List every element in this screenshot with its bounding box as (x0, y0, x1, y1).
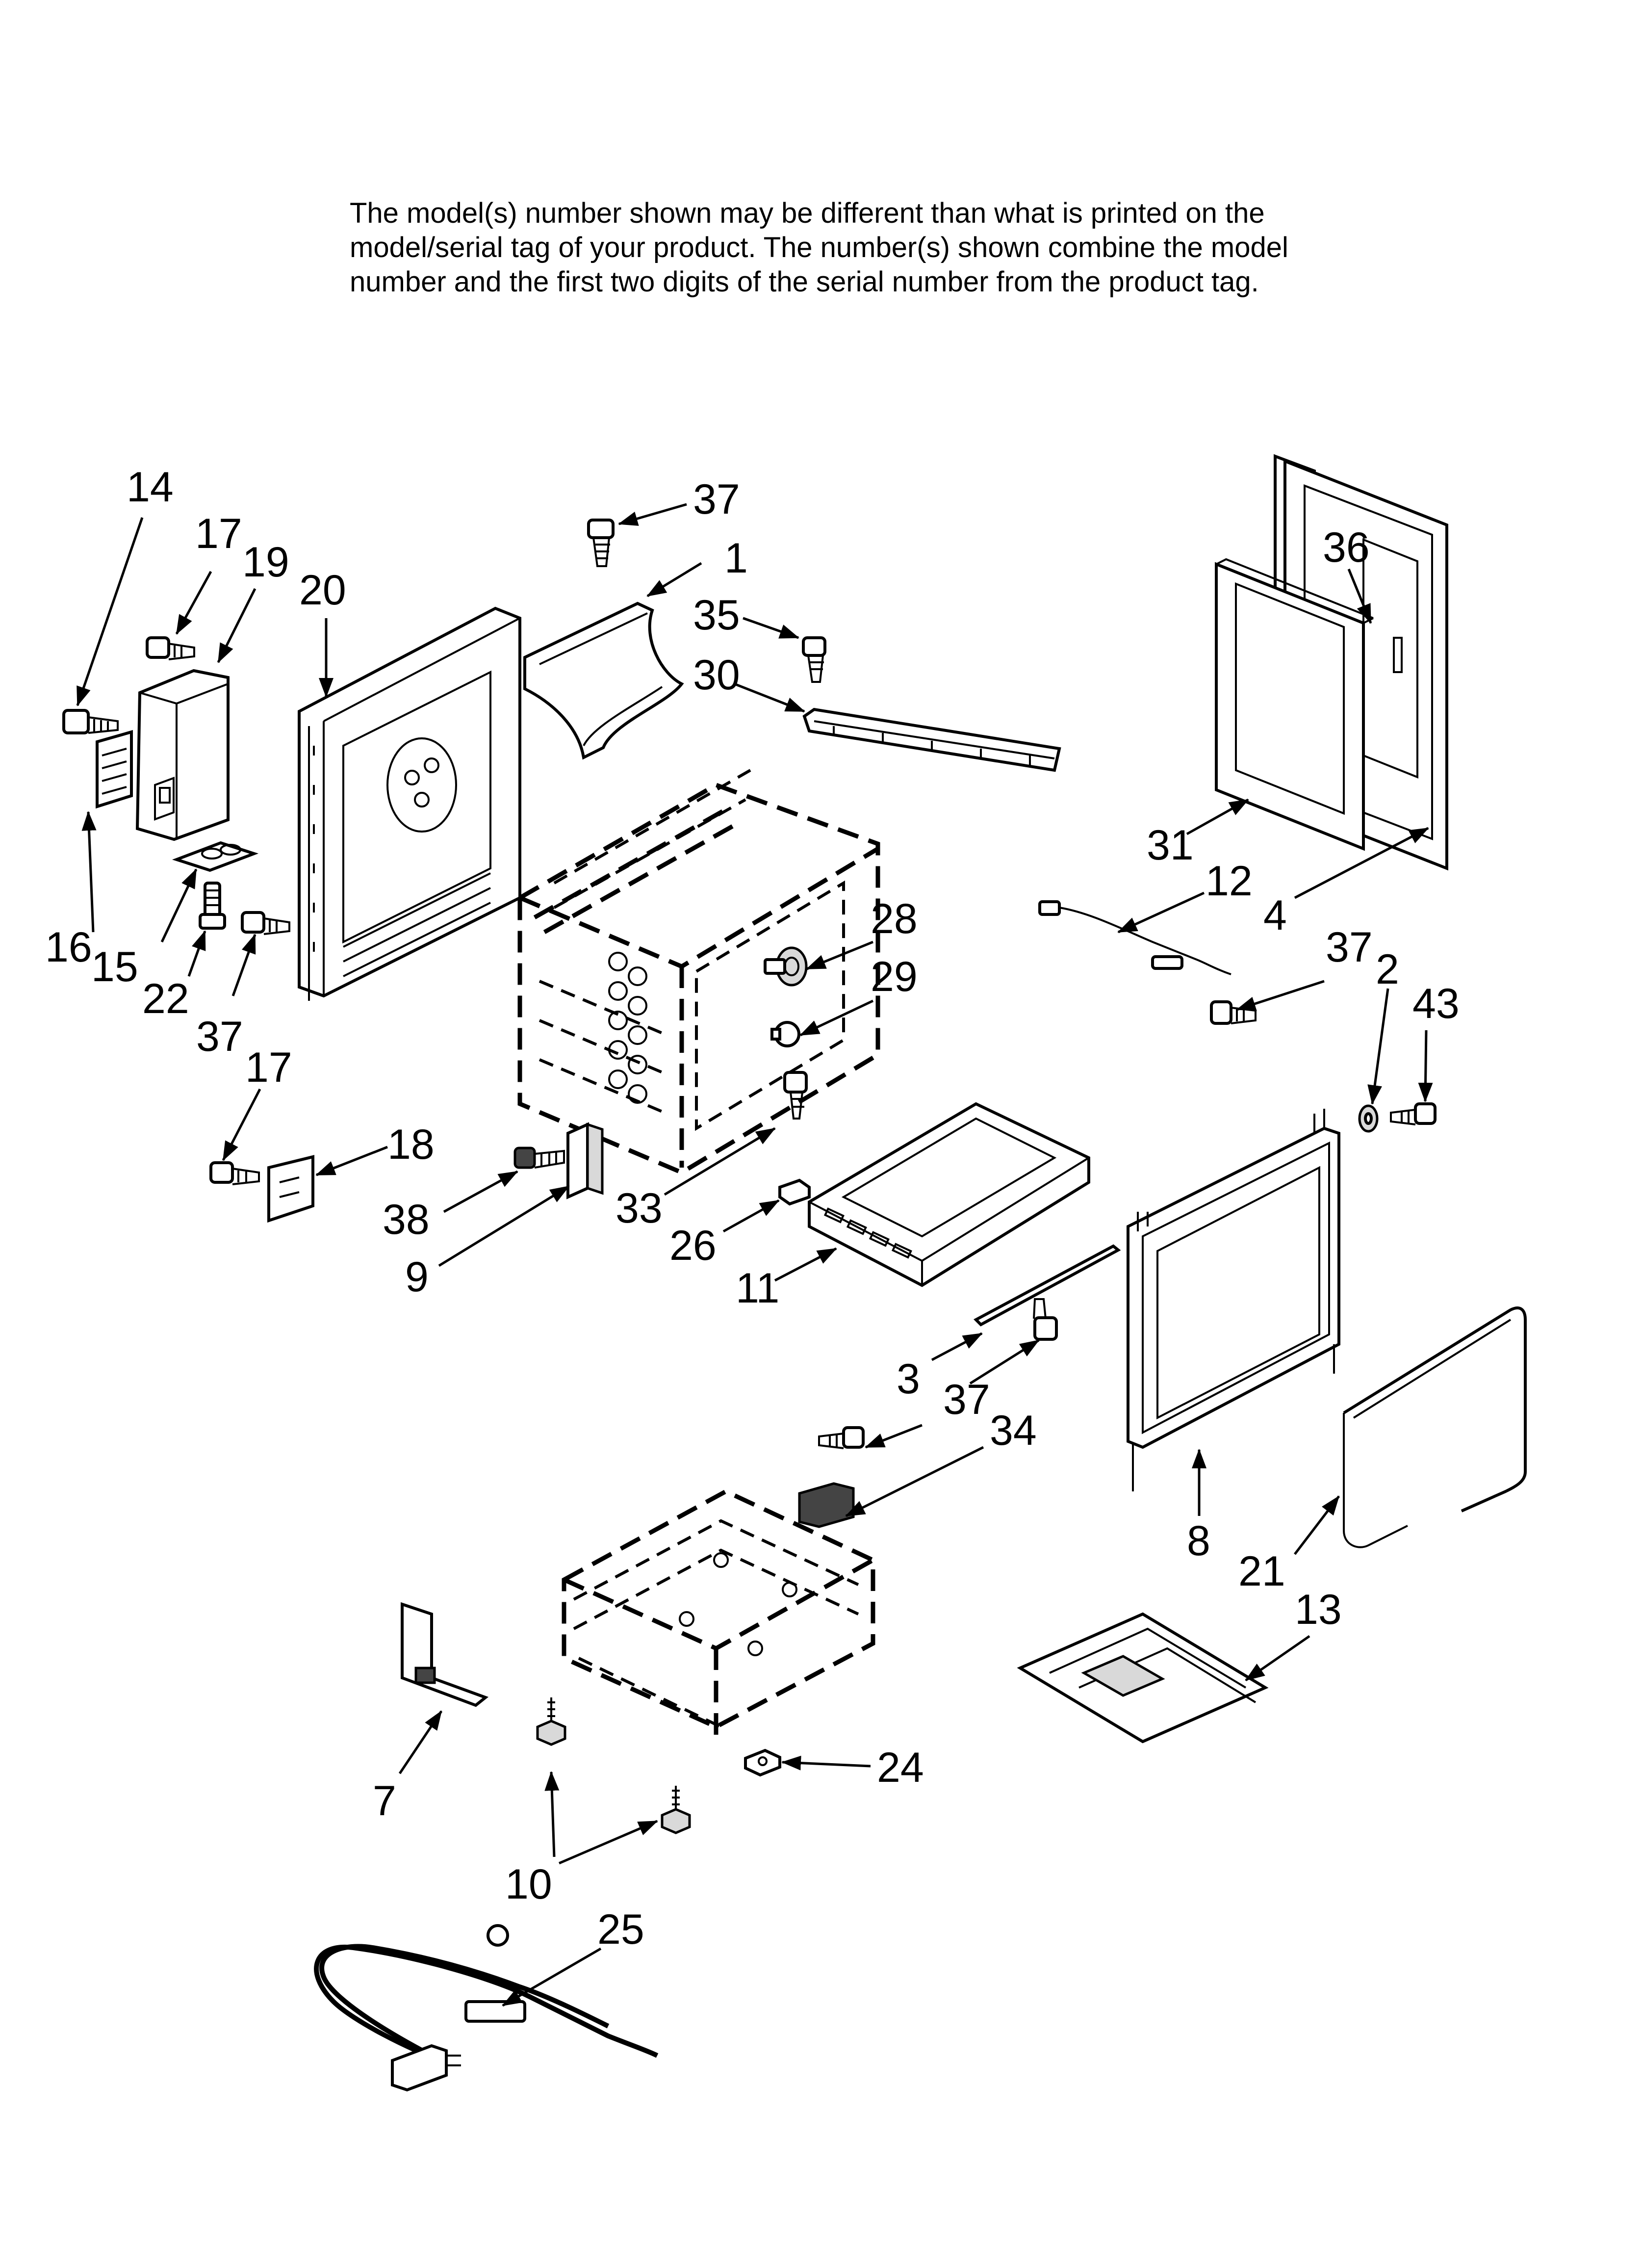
gasket-part-21 (1343, 1306, 1527, 1548)
lower-drawer-outline (562, 1488, 875, 1737)
screw-part-37-lower (818, 1426, 865, 1449)
callout-36: 36 (1323, 524, 1370, 571)
callout-37: 37 (196, 1013, 243, 1060)
callout-21: 21 (1238, 1548, 1285, 1595)
callout-20: 20 (299, 567, 346, 614)
callout-37: 37 (943, 1376, 990, 1423)
callout-25: 25 (597, 1906, 644, 1953)
bolt-part-22 (199, 882, 226, 930)
callout-3: 3 (897, 1356, 920, 1403)
callout-7: 7 (373, 1777, 396, 1825)
callout-8: 8 (1187, 1517, 1210, 1564)
disclaimer-note: The model(s) number shown may be differe… (350, 196, 1380, 299)
vent-grille-part-16 (96, 730, 133, 809)
callout-16: 16 (45, 924, 92, 971)
callout-19: 19 (242, 539, 289, 586)
rail-part-3 (974, 1244, 1121, 1327)
drawer-pan-part-13 (1017, 1612, 1269, 1744)
broil-panel-part-11 (808, 1102, 1090, 1287)
screw-part-35 (802, 636, 826, 683)
callout-22: 22 (142, 975, 189, 1022)
screw-part-14 (62, 709, 119, 734)
callout-43: 43 (1412, 980, 1460, 1027)
callout-18: 18 (387, 1121, 435, 1168)
screw-part-37-right (1210, 1000, 1257, 1025)
screw-part-37-top (587, 519, 615, 567)
power-cord-part-25 (314, 1924, 659, 2092)
clip-part-26 (778, 1178, 811, 1206)
callout-29: 29 (871, 953, 918, 1000)
callout-14: 14 (127, 464, 174, 511)
callout-4: 4 (1263, 892, 1287, 939)
rear-panel-part-20 (298, 606, 521, 1001)
oven-cavity-outline (517, 769, 880, 1175)
note-line: The model(s) number shown may be differe… (350, 197, 1265, 229)
anti-tip-bracket-part-7 (401, 1602, 489, 1707)
bracket-part-30 (802, 707, 1061, 772)
plate-part-15 (172, 841, 259, 872)
callout-11: 11 (736, 1265, 779, 1312)
note-line: number and the first two digits of the s… (350, 266, 1259, 298)
callout-labels: 14 17 19 20 37 1 35 30 36 31 4 12 28 29 … (45, 464, 1460, 1953)
door-frame-part-8 (1127, 1109, 1340, 1491)
callout-15: 15 (91, 943, 138, 991)
note-line: model/serial tag of your product. The nu… (350, 232, 1288, 263)
screw-part-37-left (241, 911, 290, 935)
washer-part-2 (1358, 1104, 1379, 1133)
callout-9: 9 (405, 1253, 429, 1301)
screw-part-17-lower (209, 1161, 260, 1185)
leveling-leg-part-10-left (536, 1697, 566, 1746)
screw-part-33 (783, 1071, 808, 1120)
callout-2: 2 (1376, 946, 1399, 993)
callout-30: 30 (693, 652, 740, 699)
cover-box-part-19 (135, 669, 230, 841)
bracket-part-9 (566, 1122, 604, 1199)
callout-34: 34 (990, 1407, 1037, 1454)
callout-31: 31 (1147, 822, 1194, 869)
duct-part-1 (523, 601, 684, 760)
callout-37: 37 (693, 476, 740, 523)
screw-part-37-middle (1033, 1298, 1058, 1341)
callout-17: 17 (195, 510, 242, 557)
screw-part-38 (513, 1147, 565, 1169)
screw-part-17-upper (146, 636, 195, 660)
bracket-part-18 (267, 1155, 314, 1223)
callout-1: 1 (724, 535, 748, 582)
clip-part-24 (744, 1748, 781, 1777)
wire-harness-part-12 (1038, 900, 1232, 975)
callout-37: 37 (1326, 924, 1373, 971)
callout-13: 13 (1295, 1586, 1342, 1633)
leader-lines (76, 503, 1433, 2007)
light-socket-part-28 (764, 946, 808, 987)
callout-28: 28 (871, 895, 918, 942)
callout-33: 33 (616, 1185, 663, 1232)
callout-12: 12 (1206, 858, 1253, 905)
callout-26: 26 (669, 1222, 717, 1269)
inner-door-frame-part-31 (1215, 558, 1374, 851)
callout-17: 17 (245, 1044, 292, 1091)
callout-35: 35 (693, 592, 740, 639)
light-bulb-part-29 (770, 1021, 800, 1047)
callout-38: 38 (383, 1196, 430, 1243)
bracket-part-34 (798, 1482, 855, 1528)
leveling-leg-part-10-right (661, 1786, 691, 1834)
screw-part-43 (1390, 1102, 1437, 1125)
callout-10: 10 (505, 1861, 552, 1908)
callout-24: 24 (877, 1744, 924, 1791)
